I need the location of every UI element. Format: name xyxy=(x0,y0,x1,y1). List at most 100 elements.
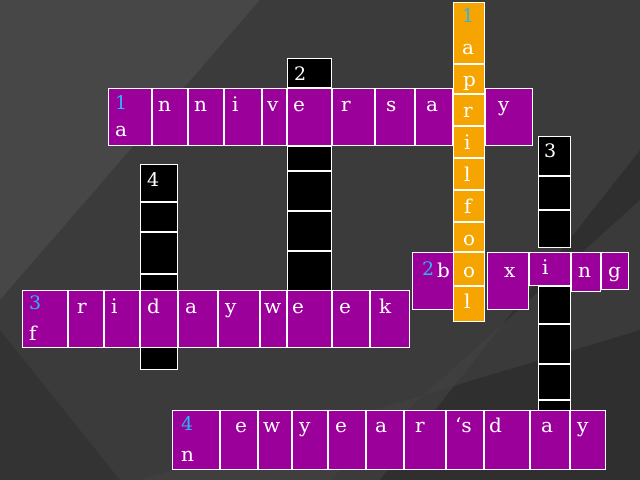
crossword-cell-h4-7[interactable]: r xyxy=(404,410,446,470)
crossword-cell-v1-6[interactable]: f xyxy=(453,190,485,222)
letter-h3-3: i xyxy=(111,294,118,318)
crossword-cell-h1-11[interactable]: y xyxy=(485,88,533,146)
crossword-cell-v2-4[interactable] xyxy=(287,211,332,251)
crossword-cell-h4-4[interactable]: y xyxy=(292,410,328,470)
crossword-cell-h3-5[interactable]: a xyxy=(178,290,218,348)
crossword-cell-h4-8[interactable]: ‘s xyxy=(446,410,484,470)
letter-h3-5: a xyxy=(185,294,197,318)
crossword-cell-h1-2[interactable]: n xyxy=(152,88,188,146)
letter-h1-6: e xyxy=(293,92,305,116)
clue-number-h4: 4 xyxy=(181,413,194,435)
letter-h2-6: g xyxy=(608,258,621,282)
letter-h4-11: y xyxy=(577,413,589,437)
letter-h4-4: y xyxy=(299,413,311,437)
letter-h3-7: w xyxy=(264,294,282,318)
crossword-cell-v3-3[interactable] xyxy=(538,210,571,248)
crossword-cell-h2-6[interactable]: g xyxy=(601,252,629,290)
crossword-cell-v4-5[interactable] xyxy=(140,344,178,370)
crossword-cell-h3-2[interactable]: r xyxy=(68,290,104,348)
clue-number-h1: 1 xyxy=(115,92,128,114)
crossword-cell-v3-2[interactable] xyxy=(538,176,571,210)
crossword-cell-h3-8[interactable]: e xyxy=(287,290,332,348)
letter-v1-3: r xyxy=(463,98,473,122)
letter-h2-3: x xyxy=(504,258,516,282)
crossword-cell-h1-9[interactable]: a xyxy=(415,88,453,146)
crossword-cell-v3-6[interactable] xyxy=(538,364,571,400)
clue-number-v3: 3 xyxy=(544,140,557,162)
crossword-cell-h3-6[interactable]: y xyxy=(218,290,260,348)
crossword-cell-h3-3[interactable]: i xyxy=(104,290,140,348)
crossword-cell-h4-10[interactable]: a xyxy=(530,410,570,470)
crossword-cell-h4-11[interactable]: y xyxy=(570,410,606,470)
letter-h3-9: e xyxy=(339,294,351,318)
letter-v1-1: a xyxy=(462,35,474,59)
crossword-cell-h4-9[interactable]: d xyxy=(484,410,530,470)
crossword-cell-h1-5[interactable]: v xyxy=(262,88,287,146)
crossword-cell-h2-4[interactable]: i xyxy=(529,252,571,286)
crossword-cell-v1-1[interactable]: 1 a xyxy=(453,2,485,64)
letter-h4-3: w xyxy=(263,413,281,437)
letter-h3-10: k xyxy=(379,294,392,318)
crossword-cell-v1-5[interactable]: l xyxy=(453,158,485,190)
letter-h3-8: e xyxy=(292,294,304,318)
crossword-cell-h3-9[interactable]: e xyxy=(332,290,370,348)
crossword-cell-h1-7[interactable]: r xyxy=(332,88,375,146)
letter-h3-1: f xyxy=(29,321,37,345)
crossword-cell-v4-2[interactable] xyxy=(140,202,178,232)
letter-h3-4: d xyxy=(147,294,160,318)
letter-h4-5: e xyxy=(335,413,347,437)
clue-number-h3: 3 xyxy=(29,292,42,314)
letter-h4-10: a xyxy=(541,413,553,437)
crossword-cell-h4-5[interactable]: e xyxy=(328,410,366,470)
crossword-cell-v1-3[interactable]: r xyxy=(453,94,485,126)
crossword-cell-h1-6[interactable]: e xyxy=(287,88,332,146)
crossword-cell-h2-3[interactable]: x xyxy=(487,252,529,310)
crossword-cell-h3-10[interactable]: k xyxy=(370,290,410,348)
crossword-cell-v2-2[interactable] xyxy=(287,146,332,171)
crossword-cell-v1-7[interactable]: o xyxy=(453,222,485,252)
crossword-cell-h4-2[interactable]: e xyxy=(220,410,258,470)
crossword-cell-v3-5[interactable] xyxy=(538,324,571,364)
crossword-cell-h1-8[interactable]: s xyxy=(375,88,415,146)
letter-v1-9: l xyxy=(464,289,471,313)
crossword-cell-v2-3[interactable] xyxy=(287,171,332,211)
crossword-cell-v2-5[interactable] xyxy=(287,251,332,291)
letter-h4-9: d xyxy=(489,413,502,437)
letter-h1-4: i xyxy=(232,92,239,116)
crossword-cell-h3-7[interactable]: w xyxy=(260,290,287,348)
clue-number-v4: 4 xyxy=(147,169,160,191)
letter-h2-4: i xyxy=(542,255,549,279)
crossword-cell-h3-1[interactable]: 3 f xyxy=(22,290,68,348)
crossword-cell-v1-2[interactable]: p xyxy=(453,64,485,94)
letter-h1-2: n xyxy=(158,92,171,116)
letter-v1-2: p xyxy=(463,67,476,91)
crossword-cell-v4-3[interactable] xyxy=(140,232,178,274)
letter-h1-5: v xyxy=(267,92,279,116)
clue-number-v1: 1 xyxy=(462,5,475,27)
crossword-cell-h4-1[interactable]: 4 n xyxy=(172,410,220,470)
crossword-cell-h1-3[interactable]: n xyxy=(188,88,224,146)
crossword-cell-h3-4[interactable]: d xyxy=(140,290,178,348)
crossword-cell-h4-6[interactable]: a xyxy=(366,410,404,470)
letter-v1-5: l xyxy=(464,162,471,186)
letter-v1-8: o xyxy=(463,258,476,282)
crossword-cell-v3-4[interactable] xyxy=(538,286,571,324)
letter-h2-1: b xyxy=(437,258,450,282)
crossword-cell-v4-1[interactable]: 4 xyxy=(140,164,178,202)
letter-h4-8: ‘s xyxy=(455,413,472,437)
crossword-cell-h4-3[interactable]: w xyxy=(258,410,292,470)
crossword-cell-v1-4[interactable]: i xyxy=(453,126,485,158)
crossword-cell-v1-8[interactable]: o xyxy=(453,252,485,286)
crossword-cell-h1-4[interactable]: i xyxy=(224,88,262,146)
crossword-cell-h2-1[interactable]: 2 b xyxy=(412,252,456,310)
letter-h1-9: a xyxy=(426,92,438,116)
letter-h2-5: n xyxy=(578,258,591,282)
crossword-cell-h1-1[interactable]: 1 a xyxy=(108,88,152,146)
crossword-cell-v2-1[interactable]: 2 xyxy=(287,58,332,88)
clue-number-v2: 2 xyxy=(294,63,307,85)
letter-h1-8: s xyxy=(386,92,397,116)
crossword-cell-v3-1[interactable]: 3 xyxy=(538,136,571,176)
crossword-cell-h2-5[interactable]: n xyxy=(571,252,601,292)
crossword-cell-v1-9[interactable]: l xyxy=(453,286,485,322)
clue-number-h2: 2 xyxy=(422,258,435,280)
